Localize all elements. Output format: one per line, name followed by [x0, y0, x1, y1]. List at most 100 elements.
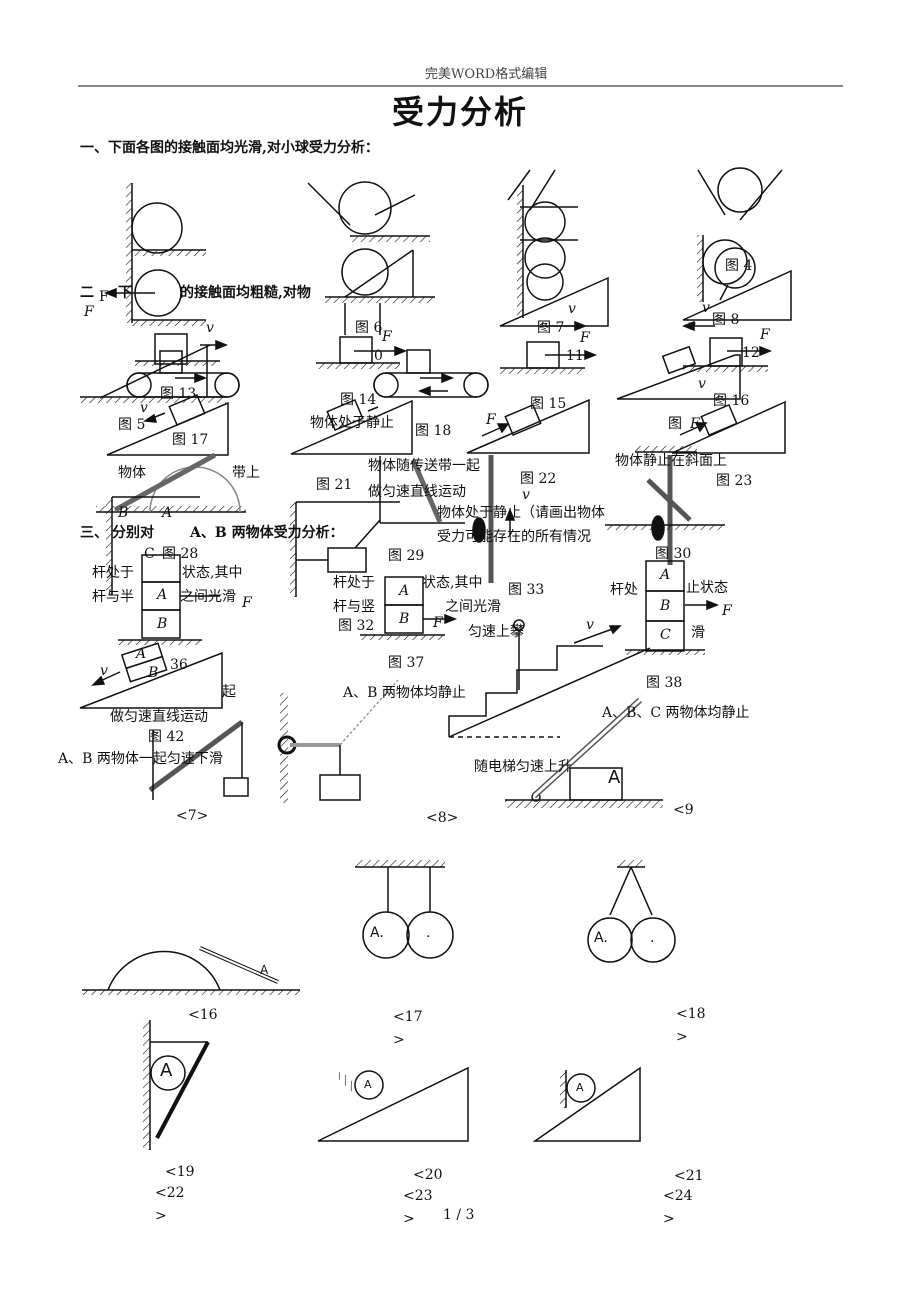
figure-label: 图 4 [725, 258, 753, 274]
figure-label: 图 17 [172, 432, 209, 448]
velocity-label: v [100, 663, 108, 679]
figure-label: 图 13 [160, 386, 197, 402]
force-label: F [690, 416, 700, 432]
fig-28 [96, 452, 246, 595]
caption: 杆处于 [92, 565, 134, 581]
velocity-label: v [698, 376, 706, 392]
block-a-label: A [660, 567, 671, 583]
caption: 之间光滑 [445, 599, 501, 615]
force-label: F [84, 304, 94, 320]
block-b-label: B [157, 616, 168, 632]
point-label: A [162, 505, 173, 521]
page-title: 受力分析 [392, 93, 529, 131]
velocity-label: v [688, 318, 696, 334]
fig-conveyor-1 [80, 333, 240, 403]
section-3-heading-part: 三、 [80, 525, 108, 541]
caption: 物体处于静止（请画出物体 [437, 505, 605, 521]
fig-37-stack [360, 576, 458, 640]
figure-label: 图 30 [655, 546, 692, 562]
figure-label: C [144, 546, 155, 562]
figure-label: 图 18 [415, 423, 452, 439]
problem-number: > [676, 1029, 688, 1045]
fig-11 [500, 341, 598, 374]
ball-a-label: A [364, 1078, 372, 1091]
problem-number: <22 [155, 1185, 185, 1201]
problem-number: > [403, 1211, 415, 1227]
figure-label: 图 21 [316, 477, 353, 493]
section-1-heading: 一、下面各图的接触面均光滑,对小球受力分析： [80, 140, 379, 156]
block-c-label: C [660, 627, 671, 643]
caption: 起 [222, 684, 236, 700]
velocity-label: v [140, 400, 148, 416]
caption: 物体静止在斜面上 [615, 453, 727, 469]
caption: A、B、C 两物体均静止 [602, 705, 750, 721]
force-label: F [99, 289, 109, 305]
fig-38-stack [625, 560, 720, 655]
section-3-heading-part: 分别对 [112, 525, 154, 541]
figure-label: 图 22 [520, 471, 557, 487]
caption: 受力可能存在的所有情况 [437, 529, 591, 545]
caption: 随电梯匀速上升 [474, 759, 572, 775]
figure-label: 图 29 [388, 548, 425, 564]
problem-number: <23 [403, 1188, 433, 1204]
velocity-label: v [522, 487, 530, 503]
block-a-label: A [608, 767, 621, 788]
ball-a-label: A [576, 1081, 584, 1094]
fig-18 [290, 398, 413, 455]
velocity-label: v [206, 320, 214, 336]
figure-label: 图 7 [537, 320, 565, 336]
problem-number: <18 [676, 1006, 706, 1022]
block-b-label: B [399, 611, 410, 627]
caption: 之间光滑 [180, 589, 236, 605]
fig-1 [103, 183, 206, 326]
caption: 状态,其中 [182, 565, 243, 581]
caption: 杆与半 [92, 589, 134, 605]
caption: 滑 [691, 625, 705, 641]
block-a-label: A [399, 583, 410, 599]
force-label: F [382, 329, 392, 345]
figure-label: 图 15 [530, 396, 567, 412]
fig-4 [681, 167, 792, 332]
caption: A、B 两物体一起匀速下滑 [58, 751, 223, 767]
block-b-label: B [660, 598, 671, 614]
caption: 做匀速直线运动 [110, 709, 208, 725]
caption: 杆与竖 [333, 599, 375, 615]
section-2-heading-part: 下 [118, 285, 132, 301]
fig-32-stack [118, 554, 220, 645]
section-2-heading-part: 的接触面均粗糙,对物 [180, 285, 311, 301]
figure-label: 12 [742, 345, 760, 361]
caption: 杆处 [610, 582, 638, 598]
figure-label: 图 38 [646, 675, 683, 691]
ball-a-label: A. [594, 930, 608, 946]
force-label: F [760, 327, 770, 343]
block-b-label: B [148, 665, 159, 681]
problem-number: > [663, 1211, 675, 1227]
ball-center-dot: . [650, 930, 655, 946]
rod-a-label: A [260, 963, 269, 977]
figure-label: 图 6 [355, 320, 383, 336]
figure-label: 图 5 [118, 417, 146, 433]
caption: 杆处于 [333, 575, 375, 591]
caption: 物体随传送带一起 [368, 458, 480, 474]
figure-label: 图 23 [716, 473, 753, 489]
problem-number: <16 [188, 1007, 218, 1023]
figure-label: 图 14 [340, 392, 377, 408]
caption: 物体处于静止 [310, 415, 394, 431]
ball-a-label: A. [370, 925, 384, 941]
problem-number: <19 [165, 1164, 195, 1180]
fig-30-pole [605, 455, 725, 565]
force-label: F [433, 615, 443, 631]
figure-label: 图 [668, 416, 682, 432]
figure-label: 图 16 [713, 393, 750, 409]
fig-9 [505, 697, 663, 808]
caption: A、B 两物体均静止 [343, 685, 466, 701]
fig-21 [532, 1066, 641, 1142]
figure-label: 11 [566, 348, 584, 364]
caption: 带上 [232, 465, 260, 481]
force-label: F [580, 330, 590, 346]
problem-number: <20 [413, 1167, 443, 1183]
fig-16 [82, 946, 300, 995]
fig-2 [307, 181, 435, 335]
fig-10-14 [316, 336, 489, 398]
